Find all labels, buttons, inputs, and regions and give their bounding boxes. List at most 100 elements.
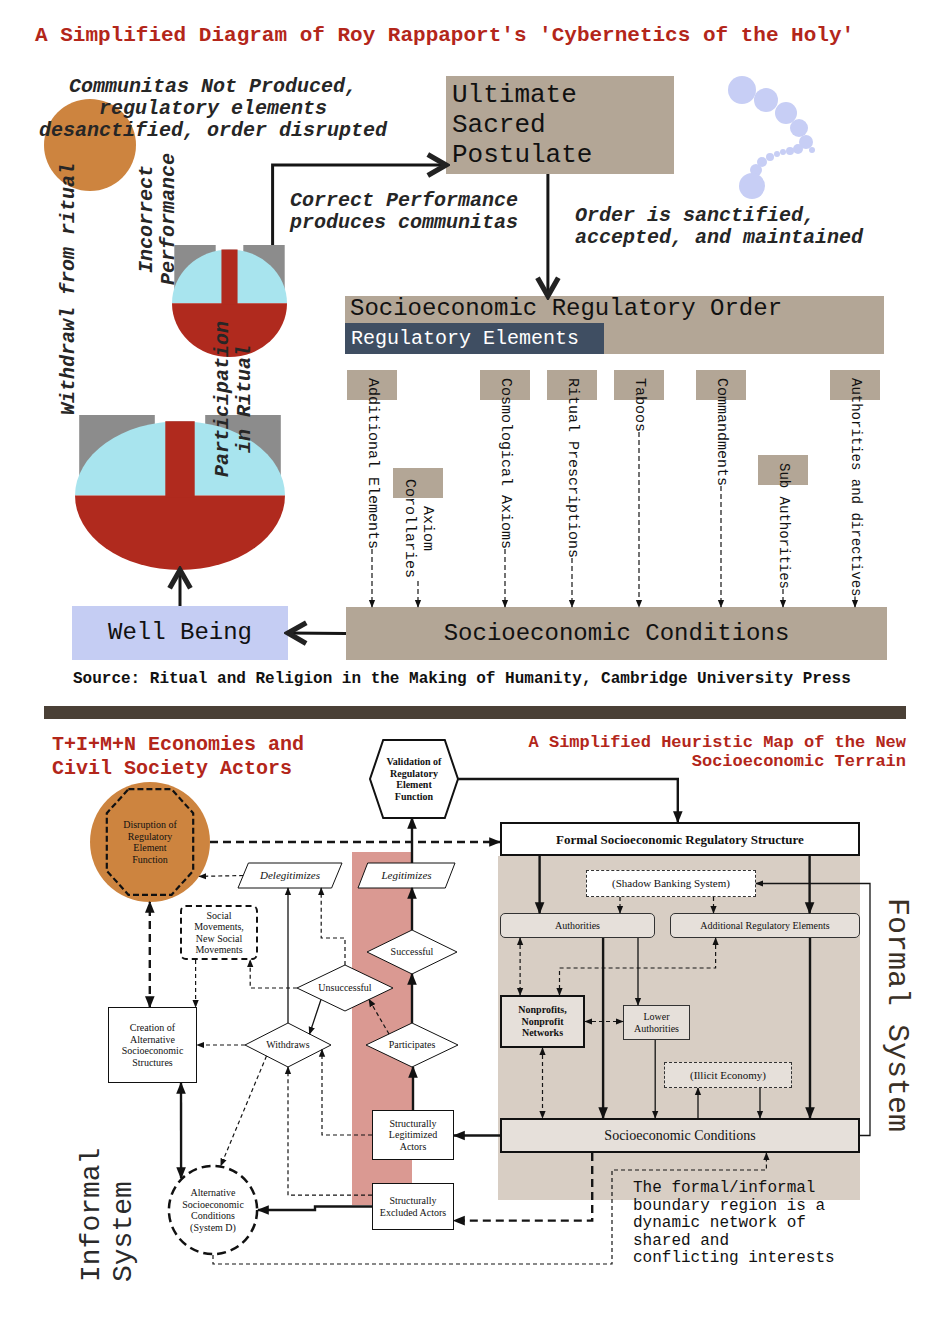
diamond-shape: [366, 1023, 458, 1067]
text-label: Regulatory Elements: [351, 327, 579, 351]
decision-diamond: Participates: [366, 1023, 458, 1067]
annotation-label: The formal/informal boundary region is a…: [633, 1180, 843, 1268]
red-base: [75, 496, 285, 570]
red-bar: [165, 421, 194, 497]
diagram-title: A Simplified Diagram of Roy Rappaport's …: [35, 24, 925, 48]
process-box: Socioeconomic Conditions: [346, 607, 887, 660]
process-box: Formal Socioeconomic Regulatory Structur…: [500, 822, 860, 856]
bubble: [775, 102, 797, 124]
annotation-label: Source: Ritual and Religion in the Makin…: [73, 670, 903, 688]
text-label: (Shadow Banking System): [612, 877, 730, 890]
text-label: Ritual Prescriptions: [563, 378, 581, 558]
process-box: Socioeconomic Conditions: [500, 1118, 860, 1153]
element-column: Taboos: [614, 370, 664, 432]
connector: [179, 570, 182, 606]
text-label: Authorities and directives: [847, 378, 864, 596]
connector: [197, 1044, 245, 1045]
parallelogram-node: Legitimizes: [358, 863, 455, 888]
text-label: Axiom Corollaries: [400, 476, 436, 581]
process-box: Structurally Legitimized Actors: [372, 1110, 454, 1160]
process-box: Nonprofits, Nonprofit Networks: [500, 995, 585, 1048]
element-column: Sub Authorities: [758, 455, 808, 589]
text-label: Nonprofits, Nonprofit Networks: [505, 1004, 580, 1039]
connector: [720, 486, 721, 607]
text-label: Unsuccessful: [318, 982, 371, 994]
text-label: Participates: [389, 1039, 436, 1051]
connector: [221, 1056, 267, 1166]
text-label: Additional Regulatory Elements: [700, 920, 829, 932]
red-bar: [221, 249, 237, 304]
process-box: Regulatory Elements: [345, 323, 604, 354]
connector: [411, 818, 413, 863]
process-box: Authorities: [500, 913, 655, 938]
annotation-label: Informal System: [76, 1122, 140, 1282]
bubble: [766, 153, 774, 161]
bubble: [786, 147, 794, 155]
diamond-shape: [245, 1023, 331, 1067]
connector: [287, 888, 288, 1023]
process-box: Creation of Alternative Socioeconomic St…: [108, 1007, 197, 1083]
process-box: Structurally Excluded Actors: [372, 1183, 454, 1230]
process-box: (Illicit Economy): [664, 1062, 792, 1088]
element-column: Ritual Prescriptions: [547, 370, 597, 558]
bubble: [780, 149, 786, 155]
decision-diamond: Unsuccessful: [297, 965, 393, 1011]
decision-diamond: Successful: [367, 930, 457, 974]
hexagon-shape: [370, 740, 458, 818]
bubble: [790, 119, 808, 137]
connector: [854, 596, 855, 607]
text-label: Lower Authorities: [624, 1011, 689, 1034]
bubble: [728, 76, 756, 104]
circle-node: Alternative Socioeconomic Conditions (Sy…: [168, 1165, 258, 1255]
process-box: Well Being: [72, 606, 288, 660]
connector: [258, 1207, 372, 1211]
dashed-circle: [169, 1166, 257, 1254]
text-label: Participation in Ritual: [212, 318, 256, 480]
connector: [602, 938, 604, 1118]
connector: [655, 1040, 656, 1118]
connector: [149, 902, 151, 1007]
element-column: Cosmological Axioms: [480, 370, 530, 549]
element-column: Authorities and directives: [830, 370, 880, 596]
bubble: [739, 173, 765, 199]
bubble: [793, 144, 803, 154]
connector: [322, 1050, 372, 1135]
text-label: Successful: [391, 946, 434, 958]
text-label: Incorrect Performance: [136, 150, 180, 288]
connector: [288, 1067, 372, 1195]
text-label: Withdraws: [266, 1039, 309, 1051]
process-box: Additional Regulatory Elements: [670, 913, 860, 938]
connector: [638, 432, 639, 607]
bubble: [754, 88, 778, 112]
connector: [412, 1067, 414, 1110]
connector: [250, 960, 297, 988]
connector: [759, 1088, 760, 1118]
element-column: Axiom Corollaries: [393, 468, 443, 581]
divider-bar: [44, 706, 906, 719]
hexagon-node: Validation of Regulatory Element Functio…: [370, 740, 458, 818]
connector: [454, 1134, 500, 1136]
connector: [808, 856, 810, 913]
bubble: [774, 151, 780, 157]
connector: [504, 549, 505, 607]
text-label: Taboos: [630, 378, 648, 432]
circle-node: Disruption of Regulatory Element Functio…: [90, 782, 210, 902]
annotation-label: T+I+M+N Economies and Civil Society Acto…: [52, 733, 352, 781]
text-label: Authorities: [555, 920, 600, 932]
annotation-label: A Simplified Heuristic Map of the New So…: [496, 733, 906, 771]
connector: [697, 1088, 698, 1118]
connector: [782, 589, 783, 607]
annotation-label: Order is sanctified, accepted, and maint…: [575, 205, 885, 249]
connector: [411, 888, 413, 930]
text-label: Commandments: [712, 378, 730, 486]
connector: [538, 856, 540, 913]
process-box: Socioeconomic Regulatory OrderRegulatory…: [345, 296, 884, 354]
text-label: Cosmological Axioms: [496, 378, 514, 549]
connector: [542, 1048, 543, 1118]
text-label: Legitimizes: [381, 869, 431, 882]
text-label: Sub Authorities: [775, 463, 792, 589]
element-column: Additional Elements: [347, 370, 397, 549]
process-box: Ultimate Sacred Postulate: [446, 76, 674, 174]
text-label: Structurally Excluded Actors: [376, 1195, 450, 1218]
